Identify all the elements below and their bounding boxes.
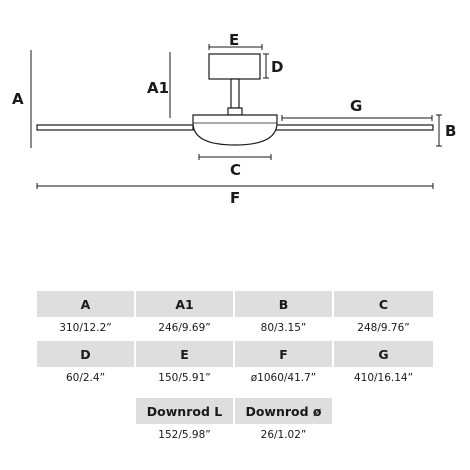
label-a1: A1 xyxy=(147,79,169,97)
label-c: C xyxy=(230,161,241,179)
value-c: 248/9.76” xyxy=(357,322,410,334)
fan-coupler xyxy=(227,107,243,116)
fan-motor-housing xyxy=(192,114,278,146)
header-downrod-length: Downrod L xyxy=(136,398,233,424)
header-f: F xyxy=(235,341,332,367)
value-downrod-diameter: 26/1.02” xyxy=(260,429,307,441)
fan-downrod xyxy=(230,78,240,109)
value-b: 80/3.15” xyxy=(260,322,307,334)
label-e: E xyxy=(229,31,239,49)
label-g: G xyxy=(350,97,362,115)
label-f: F xyxy=(230,189,240,207)
ceiling-fan-drawing xyxy=(36,53,434,146)
header-d: D xyxy=(37,341,134,367)
value-e: 150/5.91” xyxy=(158,372,211,384)
value-a: 310/12.2” xyxy=(59,322,112,334)
header-a: A xyxy=(37,291,134,317)
header-g: G xyxy=(334,341,433,367)
header-downrod-diameter: Downrod ø xyxy=(235,398,332,424)
header-b: B xyxy=(235,291,332,317)
label-b: B xyxy=(445,122,456,140)
value-f: ø1060/41.7” xyxy=(250,372,317,384)
label-a: A xyxy=(12,90,24,108)
value-a1: 246/9.69” xyxy=(158,322,211,334)
header-e: E xyxy=(136,341,233,367)
header-a1: A1 xyxy=(136,291,233,317)
fan-blade-left xyxy=(36,124,194,131)
fan-dimension-diagram: A A1 E D G B C F xyxy=(12,31,456,207)
fan-blade-right xyxy=(275,124,434,131)
value-d: 60/2.4” xyxy=(65,372,106,384)
value-g: 410/16.14” xyxy=(353,372,414,384)
fan-canopy xyxy=(208,53,261,80)
header-c: C xyxy=(334,291,433,317)
label-d: D xyxy=(271,58,283,76)
dimension-lines xyxy=(30,44,442,189)
value-downrod-length: 152/5.98” xyxy=(158,429,211,441)
